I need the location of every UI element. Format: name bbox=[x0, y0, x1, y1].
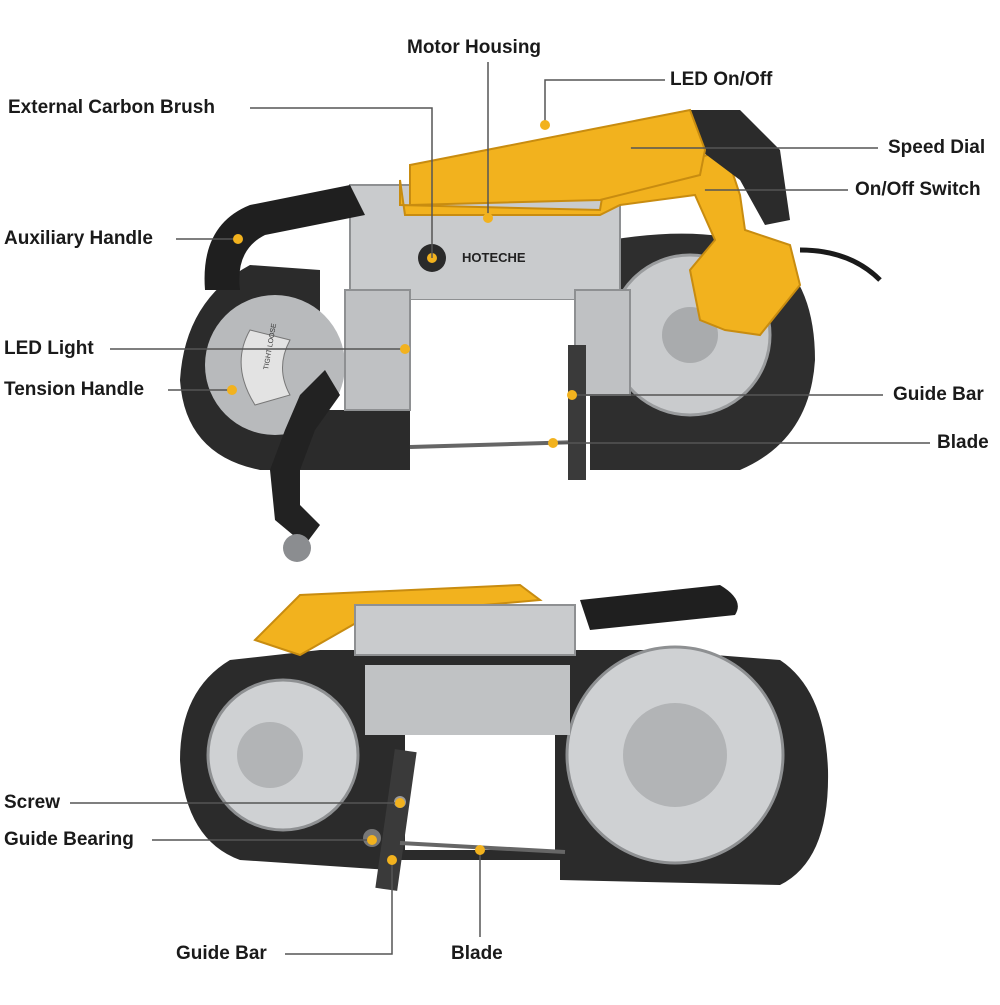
bottom-right-hub bbox=[623, 703, 727, 807]
bottom-saw-view bbox=[180, 583, 829, 891]
leader-carbon-brush bbox=[250, 107, 433, 258]
label-led-on-off: LED On/Off bbox=[670, 69, 773, 90]
top-saw-view: HOTECHE TIGHT LOOSE bbox=[180, 108, 882, 562]
bottom-yellow-handle bbox=[253, 583, 543, 657]
label-guide-bearing: Guide Bearing bbox=[4, 829, 134, 850]
label-blade-bottom: Blade bbox=[451, 943, 503, 964]
bottom-center-plate bbox=[365, 665, 570, 735]
bottom-motor-box bbox=[354, 604, 576, 656]
dot-blade-bottom bbox=[475, 845, 485, 855]
bottom-throat bbox=[405, 735, 555, 850]
dot-led-light bbox=[400, 344, 410, 354]
dot-guide-bar-bottom bbox=[387, 855, 397, 865]
top-power-cord bbox=[799, 247, 882, 282]
top-throat-opening bbox=[410, 300, 575, 465]
label-screw: Screw bbox=[4, 792, 60, 813]
label-guide-bar-top: Guide Bar bbox=[893, 384, 984, 405]
bottom-aux-handle bbox=[580, 585, 738, 630]
dot-led-on-off bbox=[540, 120, 550, 130]
dot-tension-handle bbox=[227, 385, 237, 395]
label-external-carbon-brush: External Carbon Brush bbox=[8, 97, 215, 118]
top-tension-handle bbox=[270, 370, 340, 545]
label-guide-bar-bottom: Guide Bar bbox=[176, 943, 267, 964]
dot-on-off-switch bbox=[695, 185, 705, 195]
leader-lines bbox=[70, 62, 930, 955]
label-on-off-switch: On/Off Switch bbox=[855, 179, 981, 200]
brand-logo-text: HOTECHE bbox=[462, 250, 526, 265]
dot-screw bbox=[395, 798, 405, 808]
dot-guide-bearing bbox=[367, 835, 377, 845]
top-handle-body bbox=[409, 108, 707, 207]
top-guide-bar bbox=[568, 345, 586, 480]
leader-led-on-off bbox=[544, 79, 665, 125]
label-motor-housing: Motor Housing bbox=[407, 37, 542, 58]
bottom-left-hub bbox=[237, 722, 303, 788]
label-speed-dial: Speed Dial bbox=[888, 137, 986, 158]
label-blade-top: Blade bbox=[937, 432, 989, 453]
dot-blade-top bbox=[548, 438, 558, 448]
top-tension-knob bbox=[283, 534, 311, 562]
top-handle-grip bbox=[690, 110, 790, 225]
dot-speed-dial bbox=[621, 143, 631, 153]
label-tension-handle: Tension Handle bbox=[4, 379, 145, 400]
top-left-column bbox=[344, 289, 411, 411]
dot-guide-bar-top bbox=[567, 390, 577, 400]
dot-motor-housing bbox=[483, 213, 493, 223]
label-led-light: LED Light bbox=[4, 338, 94, 359]
label-auxiliary-handle: Auxiliary Handle bbox=[4, 228, 153, 249]
top-auxiliary-handle bbox=[204, 185, 365, 290]
leader-guide-bar-bottom bbox=[285, 860, 393, 955]
bottom-guide-bar bbox=[375, 749, 417, 891]
dot-aux-handle bbox=[233, 234, 243, 244]
leader-dots bbox=[227, 120, 705, 865]
